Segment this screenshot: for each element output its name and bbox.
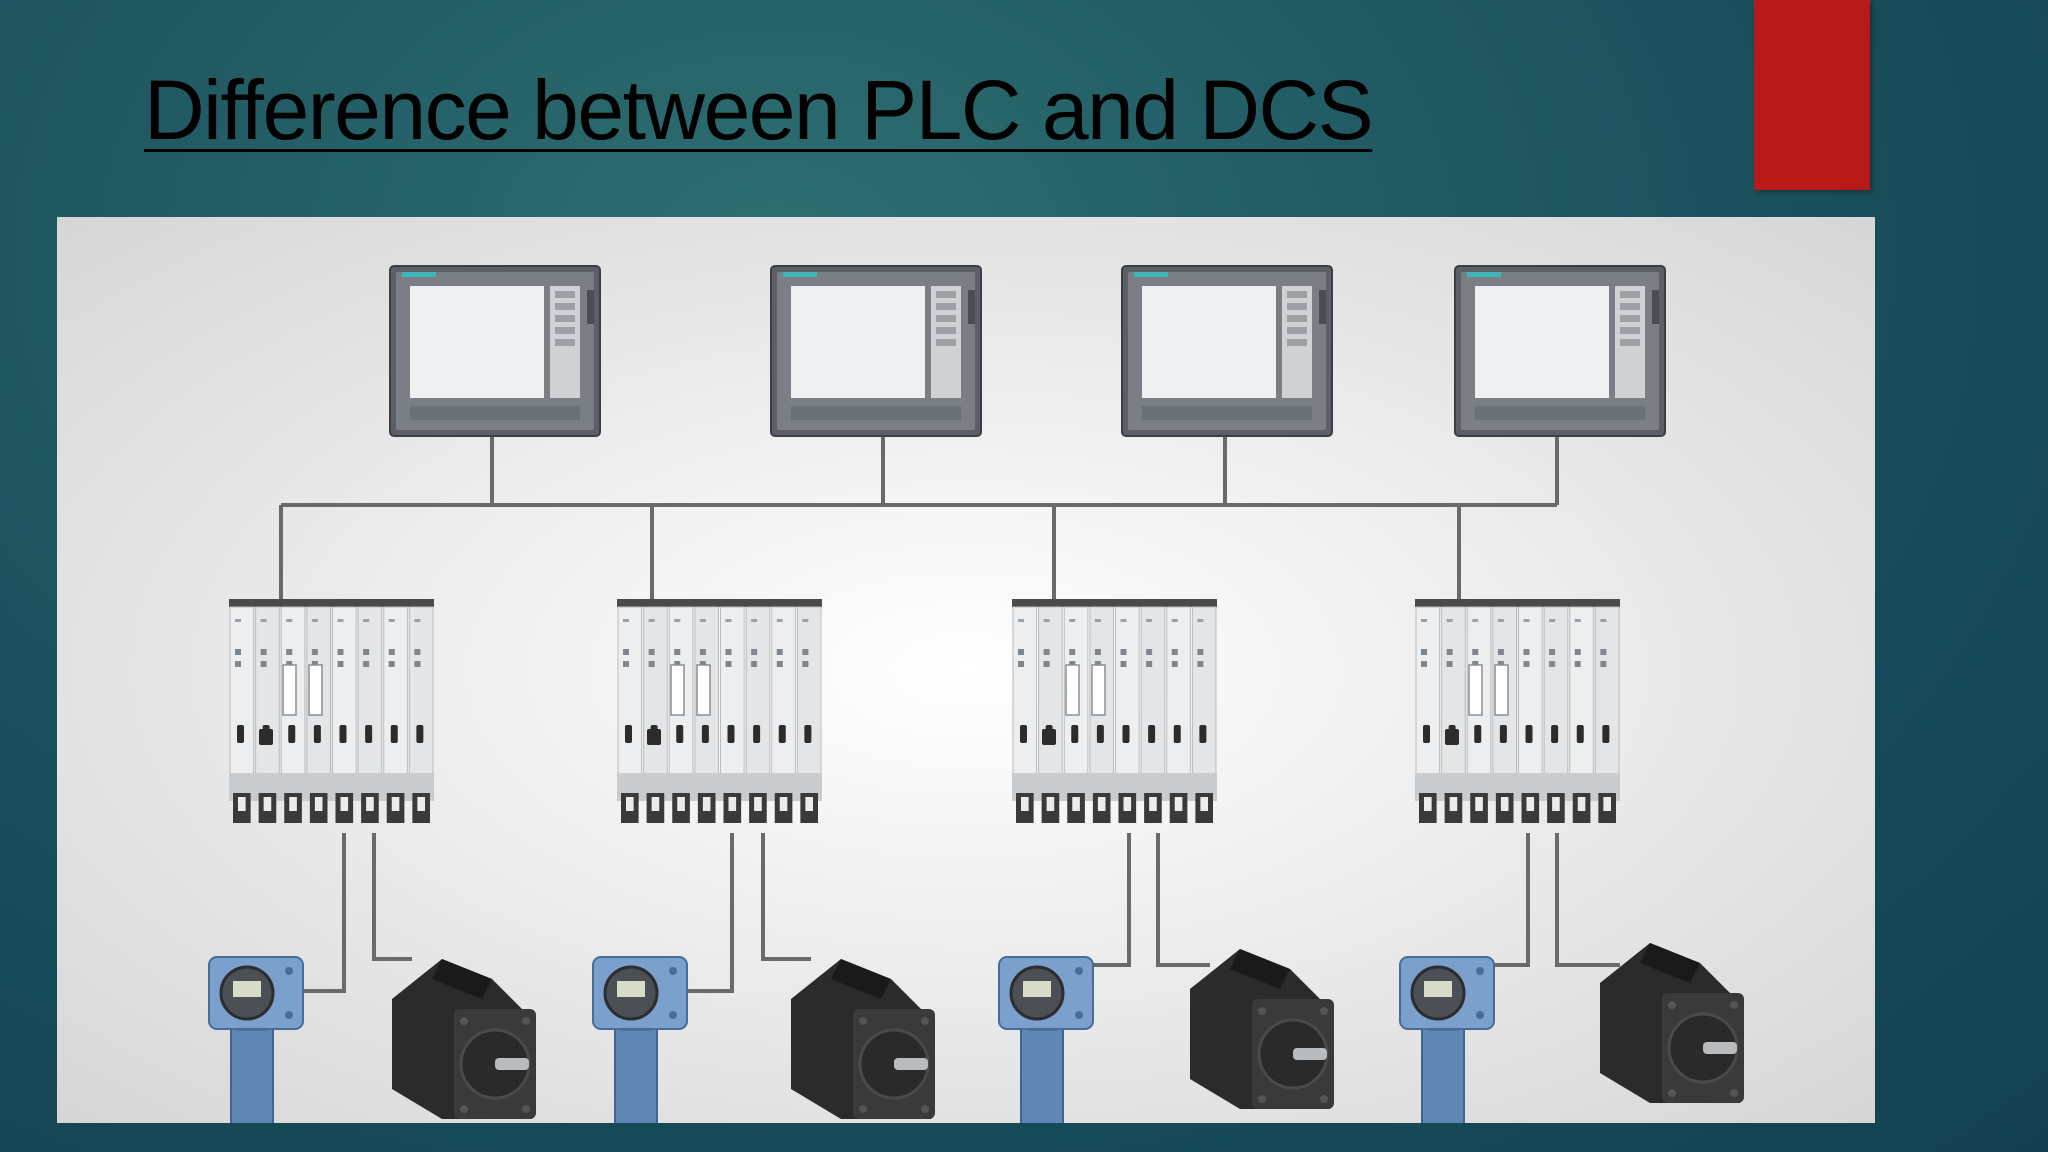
transmitter-wire [289, 833, 346, 993]
pressure-transmitter-icon [1399, 956, 1495, 1123]
transmitter-wire [1079, 833, 1131, 967]
transmitter-wire [1480, 833, 1530, 967]
plc-rack-icon [229, 599, 434, 823]
servo-motor-icon [1190, 949, 1334, 1109]
servo-motor-icon [392, 959, 536, 1119]
plc-network-diagram [57, 217, 1875, 1123]
plc-rack-icon [617, 599, 822, 823]
motor-wire [761, 833, 811, 961]
pressure-transmitter-icon [998, 956, 1094, 1123]
network-diagram-svg [208, 265, 1744, 1123]
servo-motor-icon [791, 959, 935, 1119]
pressure-transmitter-icon [208, 956, 304, 1123]
motor-wire [1555, 833, 1620, 967]
servo-motor-icon [1600, 943, 1744, 1103]
motor-wire [372, 833, 412, 961]
slide-title: Difference between PLC and DCS [144, 63, 1374, 157]
hmi-touch-panel-icon [770, 265, 982, 437]
hmi-touch-panel-icon [1454, 265, 1666, 437]
transmitter-wire [673, 833, 734, 993]
network-wiring [279, 436, 1620, 993]
hmi-touch-panel-icon [1121, 265, 1333, 437]
plc-rack-icon [1415, 599, 1620, 823]
hmi-touch-panel-icon [389, 265, 601, 437]
plc-rack-icon [1012, 599, 1217, 823]
motor-wire [1156, 833, 1210, 967]
pressure-transmitter-icon [592, 956, 688, 1123]
red-accent-bar [1754, 0, 1870, 190]
